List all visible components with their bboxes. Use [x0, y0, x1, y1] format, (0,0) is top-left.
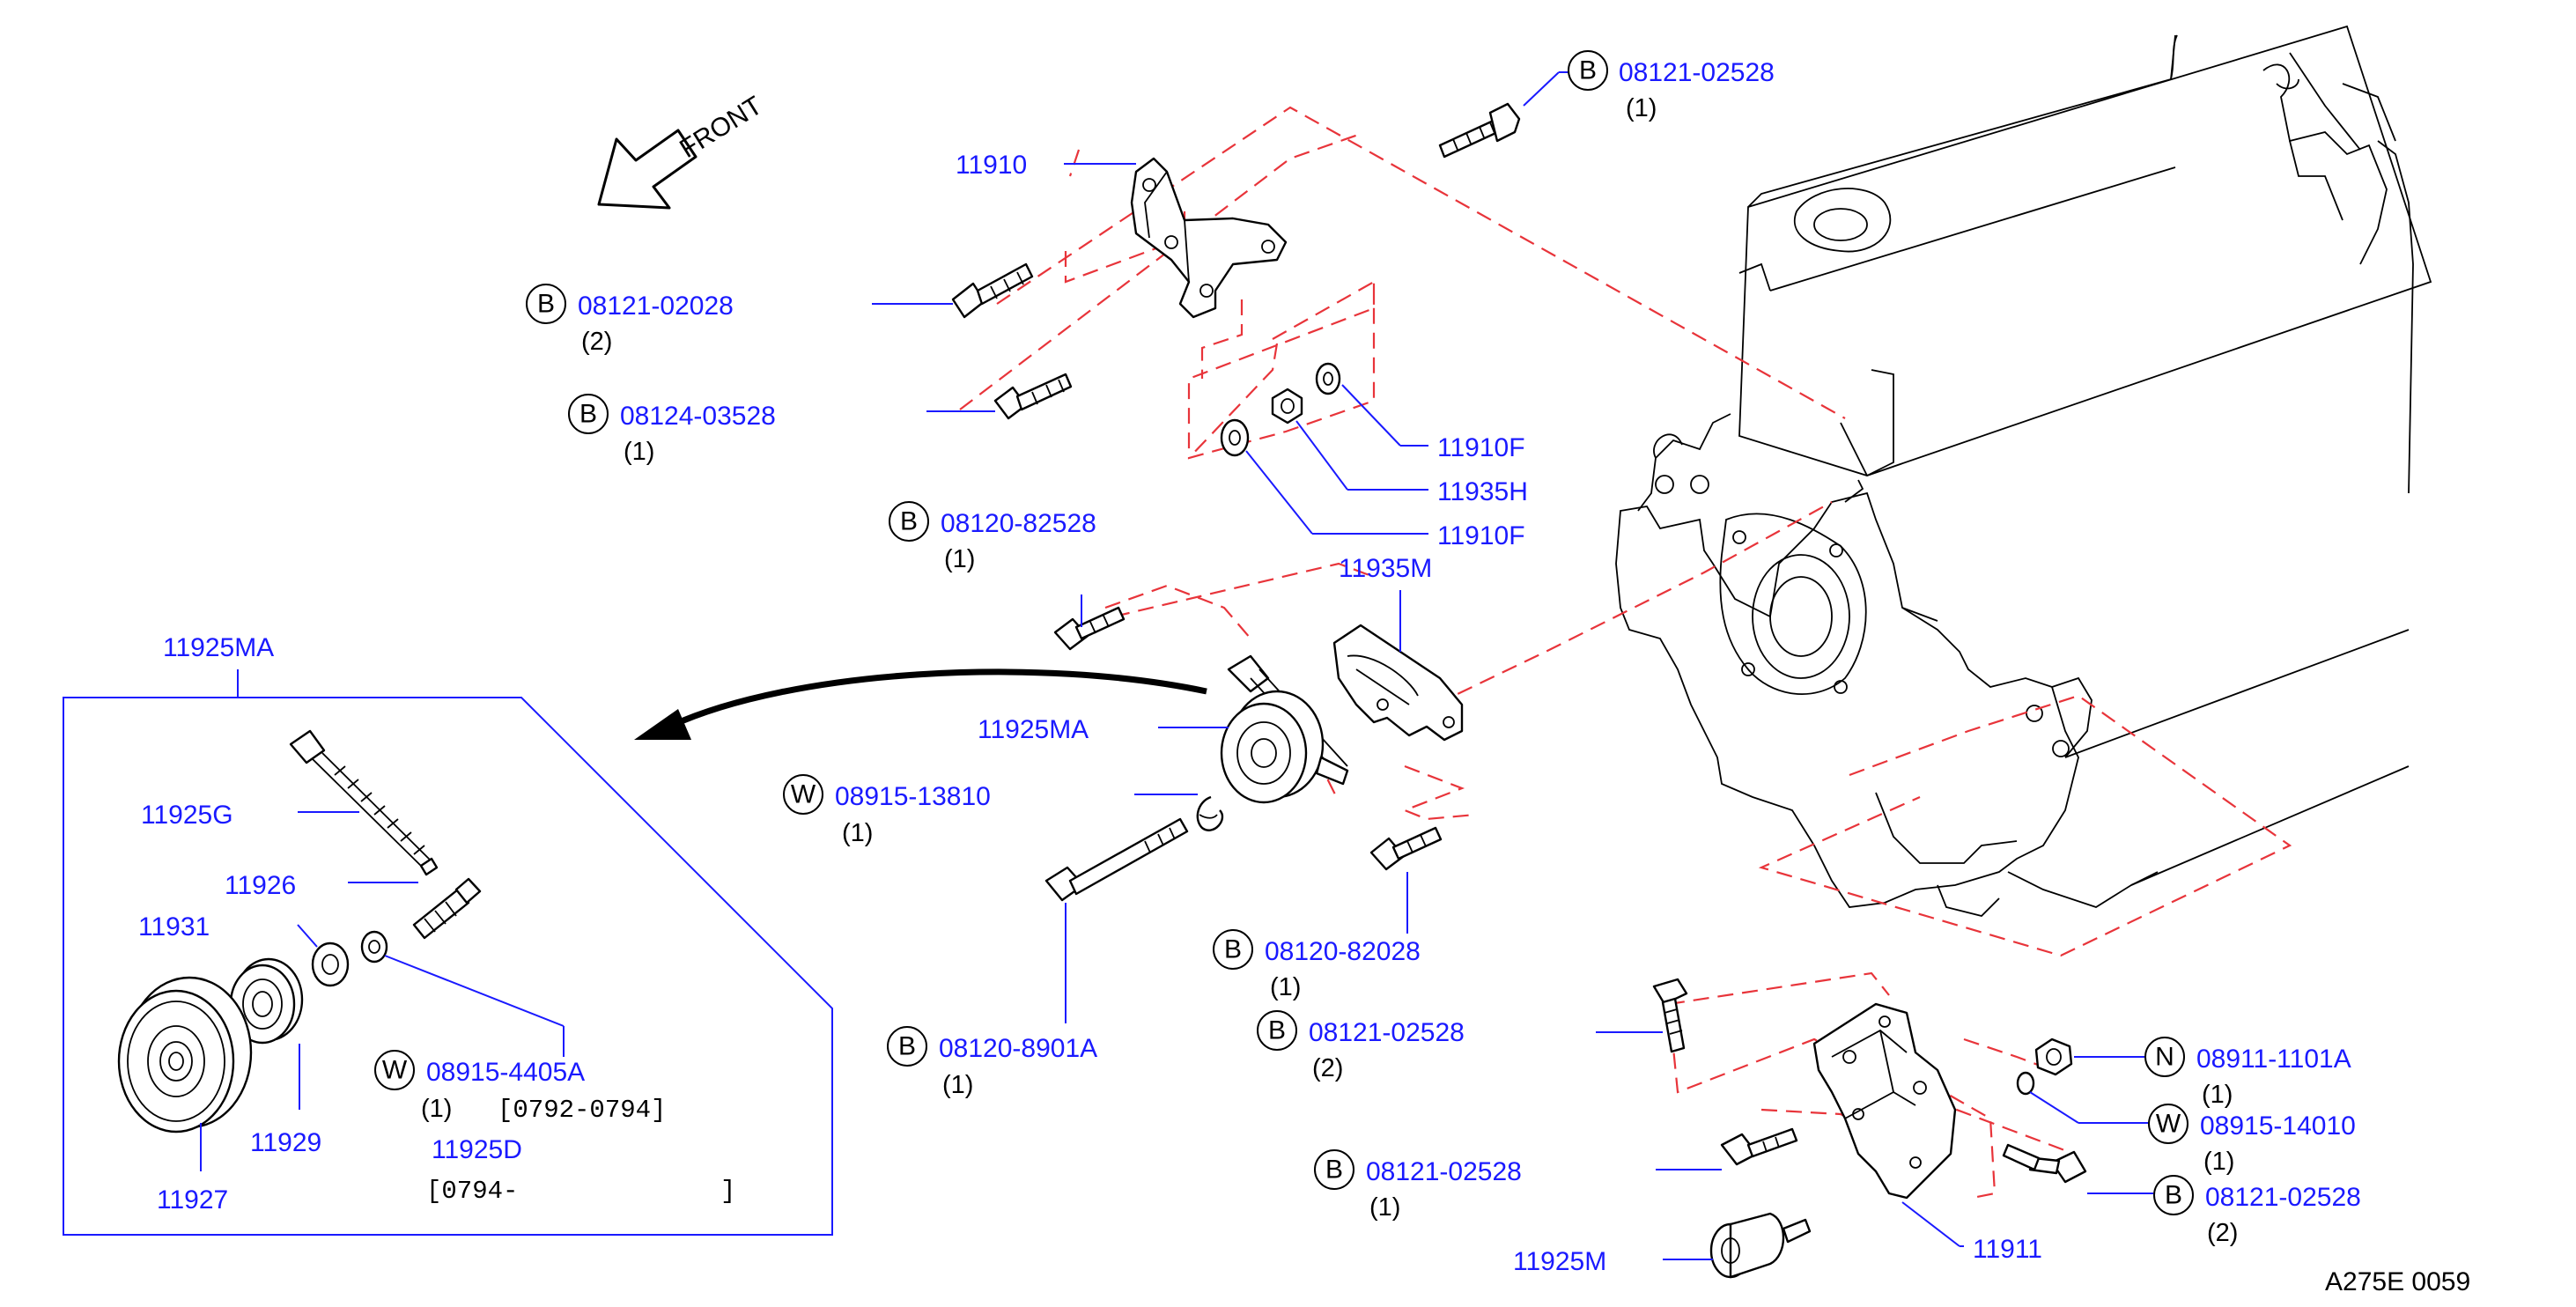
front-label: FRONT: [675, 91, 767, 164]
callout-11935H: 11935H: [1437, 477, 1528, 506]
part-number: 08121-02528: [1619, 58, 1775, 87]
quantity: (1): [1270, 973, 1301, 1001]
part-number: 08121-02528: [1309, 1018, 1465, 1047]
callout-11925MA-detail: 11925MA: [163, 633, 274, 662]
front-arrow-icon: [597, 129, 698, 210]
pointer-arrow-icon: [634, 668, 1207, 740]
bolt-02528-bottom: [1720, 1127, 1798, 1166]
symbol-w: W: [791, 780, 816, 809]
quantity: (1): [1626, 94, 1657, 122]
washer-11910F-lower: [1220, 418, 1250, 457]
part-number: 08121-02528: [1366, 1157, 1522, 1186]
washer-11910F-upper: [1315, 362, 1341, 395]
part-number: 08124-03528: [620, 402, 776, 431]
quantity: (1): [942, 1071, 973, 1099]
part-number: 08121-02528: [2205, 1183, 2361, 1212]
quantity: (1): [944, 545, 975, 573]
part-number: 08915-14010: [2200, 1111, 2356, 1141]
part-number: 08915-4405A: [426, 1058, 585, 1087]
quantity: (1): [1369, 1193, 1400, 1222]
leader-lines: [200, 71, 2153, 1260]
part-number: 08121-02028: [578, 292, 734, 321]
callout-11910F: 11910F: [1437, 521, 1525, 550]
part-number: 08915-13810: [835, 782, 991, 811]
part-callouts: 11910 11910F 11935H 11910F 11935M 11925M…: [138, 151, 2042, 1276]
symbol-b: B: [1268, 1016, 1286, 1045]
symbol-w: W: [382, 1056, 408, 1085]
callout-11910F: 11910F: [1437, 433, 1525, 462]
bolt-02028: [951, 262, 1034, 319]
washer-14010: [2016, 1071, 2035, 1096]
long-bolt-8901A: [1044, 817, 1189, 902]
engine-mount-bracket-11911: [1812, 1002, 1957, 1200]
engine-block: [1615, 25, 2432, 917]
idler-pulley-assembly: [1220, 654, 1349, 804]
date-range-open: [0794-: [426, 1177, 518, 1206]
callout-11911: 11911: [1973, 1235, 2042, 1264]
pulley-11927: [117, 976, 253, 1133]
diagram-id: A275E 0059: [2325, 1267, 2470, 1296]
symbol-b: B: [2165, 1181, 2182, 1210]
quantity: (1): [2202, 1081, 2233, 1109]
phantom-lines: [959, 106, 2292, 1200]
part-number: 08120-82528: [941, 509, 1096, 538]
bolt-03528: [993, 373, 1073, 420]
date-range-close: ]: [720, 1177, 735, 1206]
callout-11931: 11931: [138, 912, 210, 941]
symbol-b: B: [898, 1032, 916, 1061]
detail-box: [63, 669, 833, 1236]
spacer-11931: [311, 941, 350, 987]
tensioner-bracket-11935M: [1332, 624, 1464, 742]
symbol-b: B: [537, 290, 555, 319]
washer-13810: [1196, 795, 1224, 831]
quantity: (2): [581, 328, 612, 356]
nut-1101A: [2034, 1037, 2073, 1076]
symbol-circles: [374, 50, 2194, 1215]
bolt-02528-right: [2002, 1143, 2087, 1184]
symbol-b: B: [1579, 56, 1597, 85]
stud-bolt: [1652, 978, 1688, 1053]
stud-11926: [412, 877, 482, 940]
symbol-b: B: [579, 400, 597, 429]
symbol-n: N: [2155, 1043, 2174, 1072]
symbol-w: W: [2156, 1110, 2181, 1139]
quantity: (2): [1312, 1054, 1343, 1082]
symbol-b: B: [1325, 1156, 1343, 1185]
washer-4405A: [360, 930, 388, 964]
callout-11910: 11910: [956, 151, 1027, 180]
callout-11929: 11929: [250, 1128, 321, 1157]
quantity: (1): [842, 819, 873, 847]
part-number: 08120-82028: [1265, 937, 1421, 966]
callout-11925D: 11925D: [432, 1135, 522, 1164]
symbol-b: B: [900, 507, 918, 536]
bolt-82028: [1369, 826, 1443, 871]
bolt-82528: [1053, 606, 1126, 651]
symbol-b: B: [1224, 935, 1242, 964]
long-bolt-11925G: [289, 729, 439, 876]
callout-11925M: 11925M: [1513, 1247, 1606, 1276]
quantity: (1): [421, 1095, 452, 1123]
part-number: 08911-1101A: [2196, 1045, 2351, 1074]
callout-11927: 11927: [157, 1185, 228, 1215]
fastener-labels: 08121-02528 (1) 08121-02028 (2) 08124-03…: [421, 58, 2361, 1247]
callout-11935M: 11935M: [1339, 554, 1432, 583]
mount-insulator-11925M: [1709, 1212, 1812, 1279]
quantity: (1): [2203, 1148, 2234, 1176]
symbol-letters: B B B B W B B B W N W B B: [382, 56, 2182, 1210]
alternator-bracket-11910: [1130, 157, 1288, 319]
part-number: 08120-8901A: [939, 1034, 1097, 1063]
callout-11925MA: 11925MA: [978, 715, 1089, 744]
date-range: [0792-0794]: [498, 1096, 666, 1125]
callout-11925G: 11925G: [141, 801, 233, 830]
bolt-top: [1438, 102, 1521, 159]
nut-11935H: [1271, 388, 1303, 425]
callout-11926: 11926: [225, 871, 296, 900]
quantity: (2): [2207, 1219, 2238, 1247]
quantity: (1): [624, 438, 654, 466]
